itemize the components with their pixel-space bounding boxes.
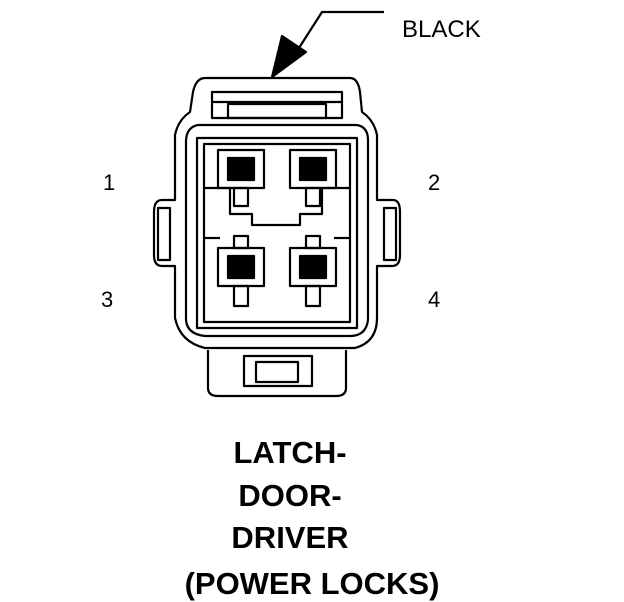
leader-arrowhead bbox=[270, 34, 308, 79]
terminal-cavity-2 bbox=[288, 148, 338, 208]
pin-number-3: 3 bbox=[101, 287, 114, 312]
title-line-3: DRIVER bbox=[231, 520, 349, 555]
title-line-1: LATCH- bbox=[233, 435, 347, 470]
title-line-4: (POWER LOCKS) bbox=[184, 566, 440, 601]
pin-number-4: 4 bbox=[428, 287, 441, 312]
connector-bottom-skirt bbox=[206, 350, 348, 398]
leader-line bbox=[289, 10, 384, 63]
title-line-2: DOOR- bbox=[238, 478, 342, 513]
wire-color-label: BLACK bbox=[402, 16, 481, 43]
pin-number-2: 2 bbox=[428, 170, 441, 195]
connector-housing-inner bbox=[184, 123, 370, 338]
pin-number-1: 1 bbox=[103, 170, 116, 195]
terminal-insert bbox=[195, 136, 359, 330]
terminal-cavity-3 bbox=[216, 234, 266, 308]
terminal-cavity-1 bbox=[216, 148, 266, 208]
connector-housing-outer bbox=[152, 76, 402, 350]
terminal-cavity-4 bbox=[288, 234, 338, 308]
